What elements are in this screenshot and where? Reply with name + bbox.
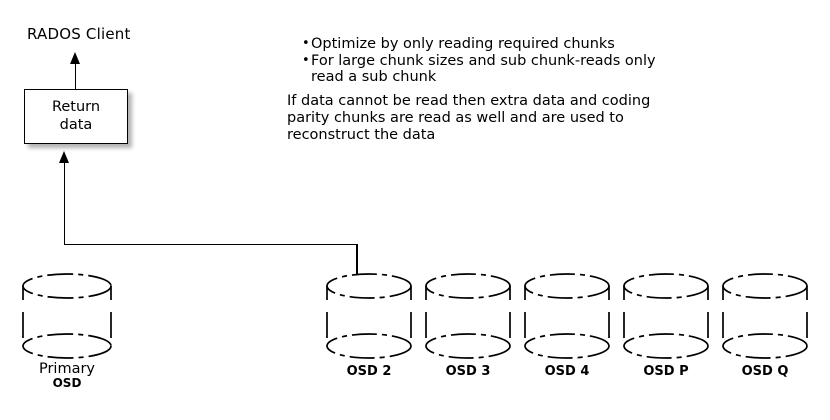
arrowhead-to-client: [70, 52, 80, 64]
bullet-item: Optimize by only reading required chunks: [302, 36, 722, 53]
cylinder-osd-p[interactable]: [619, 272, 713, 360]
return-data-box-label: Return data: [51, 99, 101, 133]
cylinder-osd-3[interactable]: [421, 272, 515, 360]
line-box-to-client: [74, 63, 77, 90]
cylinder-osd-q-label: OSD Q: [741, 364, 789, 379]
bullet-item: For large chunk sizes and sub chunk-read…: [302, 53, 722, 86]
cylinder-osd-2-label: OSD 2: [346, 364, 392, 379]
cylinder-osd-4[interactable]: [520, 272, 614, 360]
primary-osd-label-line2: OSD: [52, 376, 82, 390]
notes-bullet-list: Optimize by only reading required chunks…: [302, 36, 722, 86]
primary-osd-label-line1: Primary: [38, 361, 96, 377]
cylinder-osd-p-label: OSD P: [643, 364, 689, 379]
cylinder-osd-4-label: OSD 4: [544, 364, 590, 379]
cylinder-osd-3-label: OSD 3: [445, 364, 491, 379]
line-elbow-vertical-right: [356, 243, 358, 274]
arrowhead-to-return-box: [59, 151, 69, 163]
cylinder-primary-osd-label: Primary OSD: [18, 361, 116, 390]
line-elbow-vertical-left: [63, 162, 66, 245]
cylinder-osd-2[interactable]: [322, 272, 416, 360]
rados-client-label: RADOS Client: [27, 25, 131, 43]
notes-paragraph: If data cannot be read then extra data a…: [287, 93, 651, 143]
return-data-box[interactable]: Return data: [24, 89, 128, 144]
line-elbow-horizontal: [63, 243, 358, 246]
cylinder-osd-q[interactable]: [718, 272, 812, 360]
cylinder-primary-osd[interactable]: [18, 272, 116, 360]
